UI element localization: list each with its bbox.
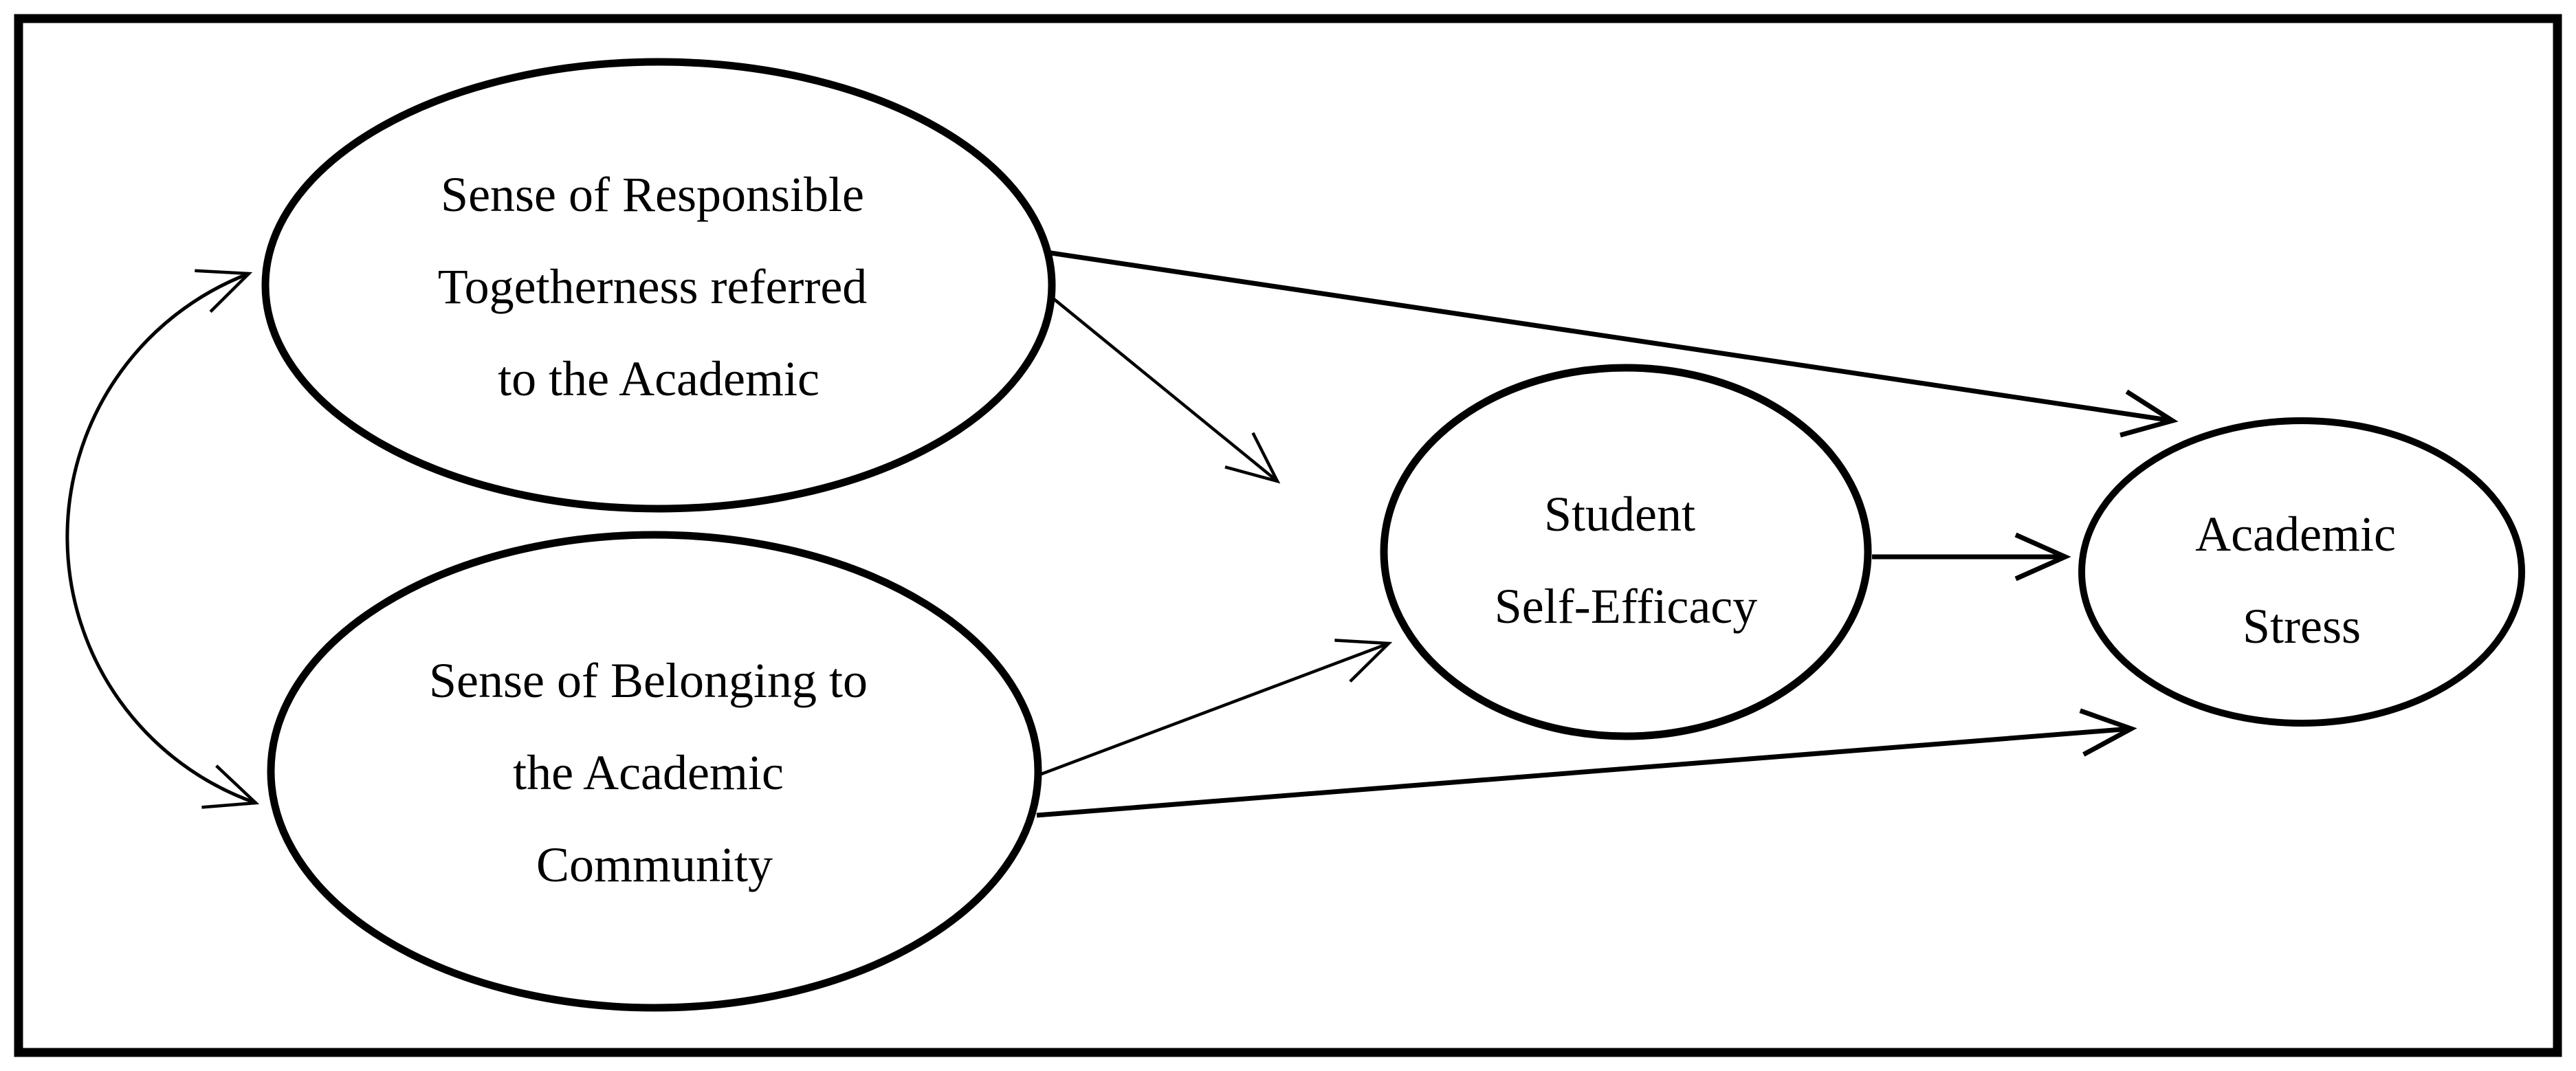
nodes: Sense of Responsible Togetherness referr… xyxy=(261,58,2525,1012)
label-line: to the Academic xyxy=(498,351,819,406)
node-ellipse-academic-stress xyxy=(2078,417,2525,727)
arrow-belonging-to-efficacy xyxy=(1039,639,1393,777)
label-line: Academic xyxy=(2195,507,2396,562)
node-label-self-efficacy: Student Self-Efficacy xyxy=(1495,487,1757,634)
label-line: Togetherness referred xyxy=(438,259,868,314)
node-ellipse-belonging xyxy=(267,531,1042,1012)
node-label-belonging: Sense of Belonging to the Academic Commu… xyxy=(429,653,880,892)
label-line: Student xyxy=(1544,487,1695,542)
figure-border xyxy=(14,14,2562,1057)
label-line: Sense of Responsible xyxy=(441,167,864,222)
label-line: Self-Efficacy xyxy=(1495,579,1757,634)
covariance-arrow-togetherness-belonging xyxy=(65,269,260,809)
node-ellipse-self-efficacy xyxy=(1380,364,1872,740)
arrow-togetherness-to-efficacy xyxy=(1042,289,1281,484)
node-label-academic-stress: Academic Stress xyxy=(2195,507,2408,654)
label-line: Sense of Belonging to xyxy=(429,653,868,708)
arrow-togetherness-to-stress xyxy=(1046,250,2179,438)
node-ellipse-responsible-togetherness xyxy=(261,58,1056,513)
arrow-belonging-to-stress xyxy=(1036,708,2137,818)
label-line: Stress xyxy=(2243,599,2361,654)
label-line: the Academic xyxy=(513,745,784,800)
node-label-responsible-togetherness: Sense of Responsible Togetherness referr… xyxy=(438,167,880,406)
label-line: Community xyxy=(536,837,773,892)
edges xyxy=(65,250,2179,818)
